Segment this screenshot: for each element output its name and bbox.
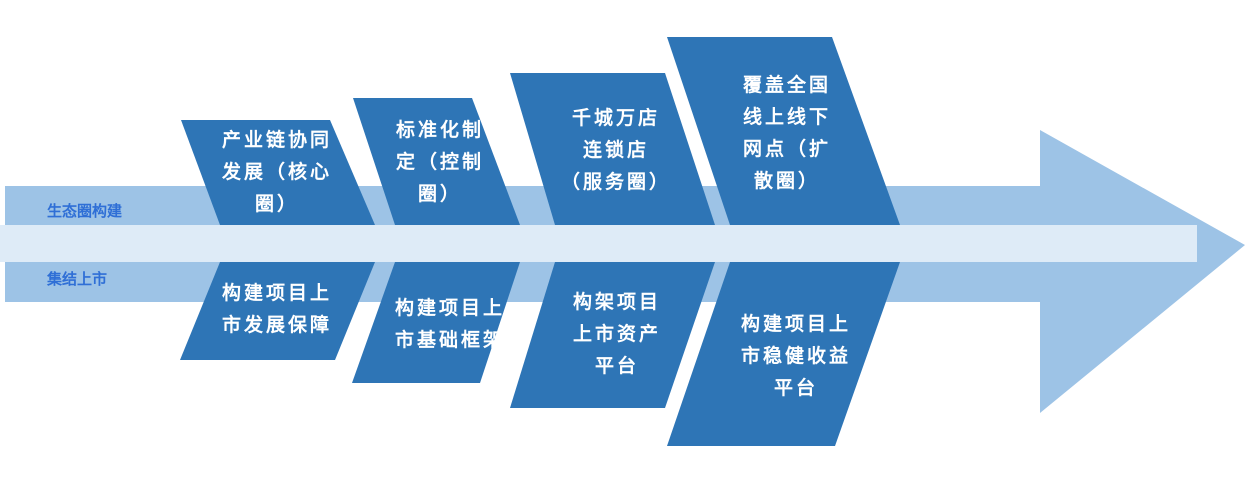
center-stripe: [0, 225, 1197, 262]
bottom-box-4: [667, 262, 900, 446]
bottom-box-3: [510, 262, 715, 408]
top-box-2-text: 标准化制 定（控制 圈）: [395, 119, 485, 205]
bottom-box-4-text: 构建项目上 市稳健收益 平台: [740, 313, 852, 399]
top-box-4: [667, 37, 900, 225]
top-box-3: [510, 73, 715, 225]
row-label-ecosystem: 生态圈构建: [47, 202, 123, 220]
bottom-box-2: [352, 262, 520, 383]
row-label-listing: 集结上市: [47, 270, 108, 288]
bottom-box-1: [180, 262, 375, 360]
bottom-box-3-text: 构架项目 上市资产 平台: [572, 291, 662, 377]
top-box-1-text: 产业链协同 发展（核心 圈）: [221, 129, 333, 215]
bottom-box-1-text: 构建项目上 市发展保障: [221, 282, 333, 336]
top-box-4-text: 覆盖全国 线上线下 网点（扩 散圈）: [742, 74, 832, 192]
top-box-2: [353, 98, 520, 225]
top-box-1: [181, 120, 375, 225]
top-box-3-text: 千城万店 连锁店 （服务圈）: [560, 107, 672, 193]
bottom-box-2-text: 构建项目上 市基础框架: [394, 297, 506, 351]
